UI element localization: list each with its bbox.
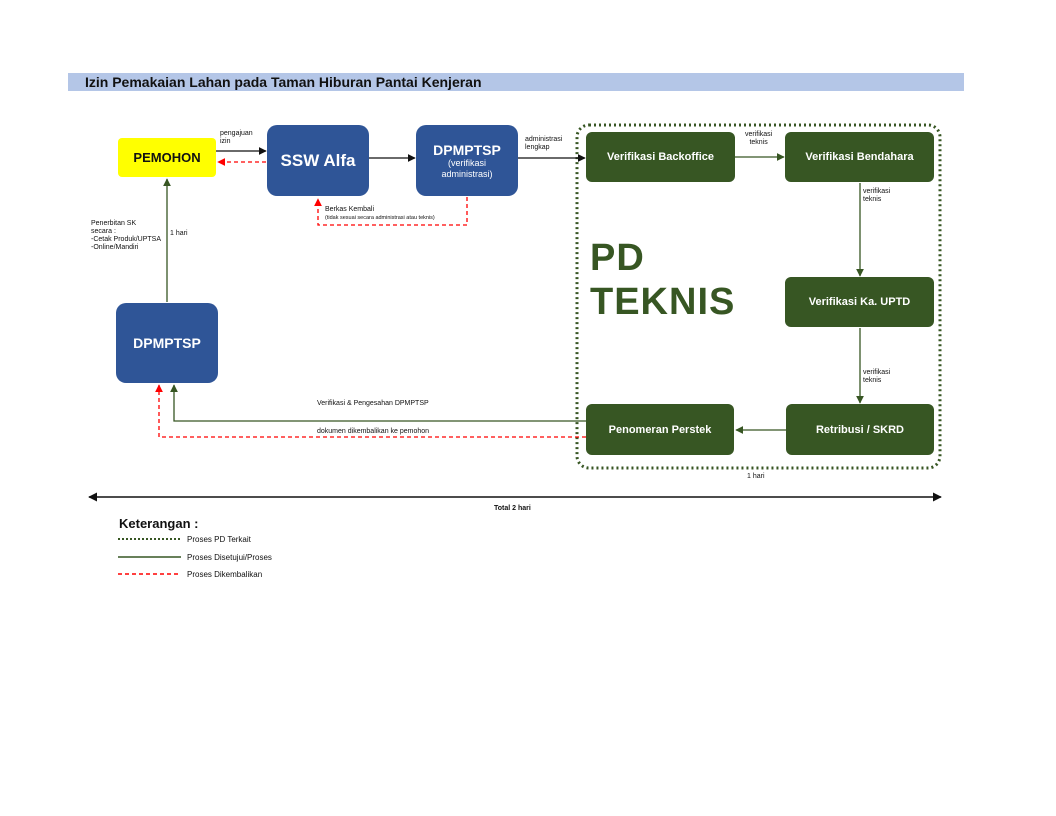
page-title: Izin Pemakaian Lahan pada Taman Hiburan …	[68, 73, 964, 91]
pd-line1: PD	[590, 237, 645, 279]
label-pengajuan-1: pengajuan	[220, 130, 253, 137]
label-verifikasi-teknis-3: verifikasi teknis	[863, 369, 890, 385]
label-penerbitan-4: -Online/Mandiri	[91, 244, 139, 251]
label-penerbitan-sk: Penerbitan SK secara : -Cetak Produk/UPT…	[91, 220, 161, 252]
verifikasi-uptd-label: Verifikasi Ka. UPTD	[808, 296, 911, 308]
legend-label-pd-terkait: Proses PD Terkait	[187, 535, 251, 544]
dpmptsp-left-box: DPMPTSP	[116, 303, 218, 383]
legend-title: Keterangan :	[119, 516, 199, 531]
label-vt2-a: verifikasi	[863, 188, 891, 195]
label-satu-hari-left: 1 hari	[170, 230, 188, 237]
verifikasi-backoffice-box: Verifikasi Backoffice	[586, 132, 735, 182]
label-vt1-b: teknis	[749, 139, 768, 146]
label-administrasi-lengkap: administrasi lengkap	[525, 136, 562, 152]
label-admin-2: lengkap	[525, 144, 550, 151]
label-pd-duration: 1 hari	[747, 473, 765, 480]
label-total-duration: Total 2 hari	[494, 505, 531, 512]
retribusi-skrd-label: Retribusi / SKRD	[815, 423, 904, 436]
label-pengajuan-2: izin	[220, 138, 231, 145]
dpmptsp-verifikasi-box: DPMPTSP (verifikasi administrasi)	[416, 125, 518, 196]
label-verifikasi-teknis-1: verifikasi teknis	[745, 131, 772, 147]
label-penerbitan-2: secara :	[91, 228, 116, 235]
pd-teknis-label: PD TEKNIS	[590, 236, 735, 324]
ssw-alfa-label: SSW Alfa	[280, 150, 356, 170]
pd-line2: TEKNIS	[590, 281, 736, 323]
pemohon-label: PEMOHON	[133, 150, 201, 165]
verifikasi-bendahara-label: Verifikasi Bendahara	[805, 151, 914, 163]
dpmptsp-top-sub2: administrasi)	[441, 168, 493, 179]
arrow-berkas-kembali	[314, 197, 468, 226]
label-verifikasi-pengesahan: Verifikasi & Pengesahan DPMPTSP	[317, 400, 429, 407]
label-vt2-b: teknis	[863, 196, 882, 203]
label-penerbitan-1: Penerbitan SK	[91, 220, 137, 227]
retribusi-skrd-box: Retribusi / SKRD	[786, 404, 934, 455]
ssw-alfa-box: SSW Alfa	[267, 125, 369, 196]
label-berkas-2: (tidak sesuai secara administrasi atau t…	[325, 215, 435, 221]
label-vt1-a: verifikasi	[745, 131, 773, 138]
penomeran-perstek-box: Penomeran Perstek	[586, 404, 734, 455]
label-pengajuan-izin: pengajuan izin	[220, 130, 253, 146]
legend-label-dikembalikan: Proses Dikembalikan	[187, 570, 263, 579]
arrow-dokumen-kembali	[155, 384, 586, 438]
label-dokumen-kembali: dokumen dikembalikan ke pemohon	[317, 428, 430, 435]
dpmptsp-top-title: DPMPTSP	[433, 141, 501, 158]
verifikasi-uptd-box: Verifikasi Ka. UPTD	[785, 277, 934, 327]
label-berkas-1: Berkas Kembali	[325, 206, 375, 213]
label-admin-1: administrasi	[525, 136, 563, 143]
pemohon-box: PEMOHON	[118, 138, 216, 177]
label-berkas-kembali: Berkas Kembali (tidak sesuai secara admi…	[325, 206, 435, 222]
legend-label-disetujui: Proses Disetujui/Proses	[187, 553, 272, 562]
penomeran-perstek-label: Penomeran Perstek	[608, 423, 712, 436]
verifikasi-backoffice-label: Verifikasi Backoffice	[606, 151, 714, 163]
label-vt3-b: teknis	[863, 377, 882, 384]
dpmptsp-top-sub1: (verifikasi	[447, 157, 486, 168]
arrow-verifikasi-pengesahan	[170, 384, 586, 422]
label-verifikasi-teknis-2: verifikasi teknis	[863, 188, 890, 204]
verifikasi-bendahara-box: Verifikasi Bendahara	[785, 132, 934, 182]
label-vt3-a: verifikasi	[863, 369, 891, 376]
label-penerbitan-3: -Cetak Produk/UPTSA	[91, 236, 162, 243]
dpmptsp-left-label: DPMPTSP	[133, 335, 201, 351]
